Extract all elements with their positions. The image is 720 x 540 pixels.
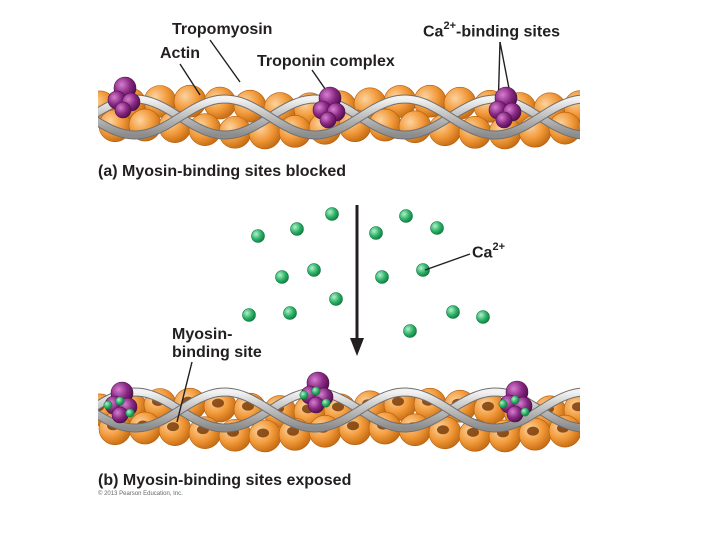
actin-bead xyxy=(578,422,580,435)
myosin-binding-site-spot xyxy=(347,421,359,431)
troponin-subunit xyxy=(319,111,337,129)
calcium-ion xyxy=(307,263,321,277)
myosin-binding-site-spot xyxy=(587,421,599,430)
actin-label: Actin xyxy=(160,45,200,62)
troponin-complexes-exposed xyxy=(103,371,533,424)
bound-calcium-ion xyxy=(311,386,321,396)
down-arrow xyxy=(350,205,364,356)
calcium-ion xyxy=(403,324,417,338)
calcium-ion xyxy=(416,263,430,277)
caption-b: (b) Myosin-binding sites exposed xyxy=(98,472,352,489)
calcium-binding-sites-suffix: -binding sites xyxy=(456,23,560,41)
calcium-binding-sites-prefix: Ca xyxy=(423,23,444,41)
calcium-charge: 2+ xyxy=(492,241,505,253)
troponin-subunit xyxy=(495,111,513,129)
troponin-subunit xyxy=(111,406,129,424)
bound-calcium-ion xyxy=(299,390,309,400)
tropomyosin-strand xyxy=(98,95,580,139)
actin-bead xyxy=(578,119,580,132)
calcium-prefix: Ca xyxy=(472,244,493,262)
leader-myosin-site xyxy=(176,361,193,423)
troponin-subunit xyxy=(506,405,524,423)
myosin-binding-site-label: Myosin- binding site xyxy=(172,326,262,361)
myosin-binding-site-spot xyxy=(467,427,479,437)
calcium-ion xyxy=(430,221,444,235)
troponin-complex-label: Troponin complex xyxy=(257,53,395,70)
leader-tropomyosin xyxy=(209,39,241,83)
myosin-binding-site-line1: Myosin- xyxy=(172,326,233,343)
leader-actin xyxy=(179,63,201,96)
bound-calcium-ion xyxy=(125,408,135,418)
calcium-ion xyxy=(275,270,289,284)
myosin-binding-site-spot xyxy=(437,425,449,435)
calcium-binding-sites-charge: 2+ xyxy=(443,20,456,32)
myosin-binding-site-spot xyxy=(167,422,179,432)
leader-lines xyxy=(176,39,513,423)
myosin-binding-site-spot xyxy=(482,401,494,411)
bound-calcium-ion xyxy=(520,407,530,417)
myosin-binding-site-spot xyxy=(257,428,269,438)
bound-calcium-ion xyxy=(115,396,125,406)
filament-blocked xyxy=(98,84,580,150)
filament-exposed xyxy=(98,387,599,453)
free-calcium-ions xyxy=(242,207,490,338)
calcium-ion xyxy=(369,226,383,240)
tropomyosin-strand xyxy=(98,388,580,432)
calcium-ion xyxy=(325,207,339,221)
caption-a: (a) Myosin-binding sites blocked xyxy=(98,163,347,180)
myosin-binding-site-spot xyxy=(572,402,580,412)
myosin-binding-site-spot xyxy=(287,426,299,436)
myosin-binding-site-spot xyxy=(392,396,404,406)
myosin-binding-site-spot xyxy=(527,426,539,436)
troponin-complexes-blocked xyxy=(107,76,522,129)
copyright-notice: © 2013 Pearson Education, Inc. xyxy=(98,491,183,497)
calcium-label: Ca2+ xyxy=(472,241,505,262)
calcium-ion xyxy=(329,292,343,306)
calcium-ion xyxy=(446,305,460,319)
calcium-ion xyxy=(476,310,490,324)
leader-calcium xyxy=(424,253,471,271)
bound-calcium-ion xyxy=(321,398,331,408)
myosin-binding-site-spot xyxy=(332,402,344,412)
calcium-ion xyxy=(399,209,413,223)
bound-calcium-ion xyxy=(103,400,113,410)
calcium-ion xyxy=(251,229,265,243)
calcium-ion xyxy=(290,222,304,236)
troponin-subunit xyxy=(307,396,325,414)
bound-calcium-ion xyxy=(498,399,508,409)
calcium-binding-sites-label: Ca2+-binding sites xyxy=(423,20,560,41)
myosin-binding-site-line2: binding site xyxy=(172,343,262,361)
calcium-ion xyxy=(283,306,297,320)
calcium-ion xyxy=(375,270,389,284)
calcium-ion xyxy=(242,308,256,322)
myosin-binding-site-spot xyxy=(212,398,224,408)
bound-calcium-ion xyxy=(510,395,520,405)
troponin-subunit xyxy=(114,101,132,119)
tropomyosin-label: Tropomyosin xyxy=(172,21,273,38)
